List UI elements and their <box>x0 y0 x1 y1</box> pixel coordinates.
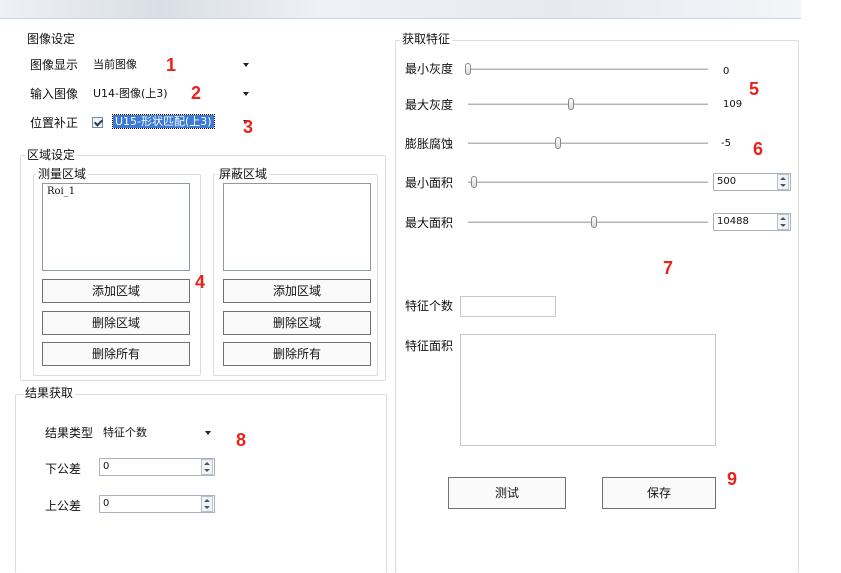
annotation-2: 2 <box>191 83 202 103</box>
chevron-down-icon <box>243 63 249 67</box>
min-area-stepper[interactable] <box>777 174 789 190</box>
delete-all-mask-regions-button[interactable]: 删除所有 <box>223 342 371 366</box>
test-button[interactable]: 测试 <box>448 477 566 509</box>
features-title: 获取特征 <box>400 32 453 46</box>
lower-tolerance-label: 下公差 <box>45 462 82 476</box>
features-group <box>395 40 799 573</box>
feature-count-field[interactable] <box>460 296 556 317</box>
region-settings-group <box>20 155 386 381</box>
region-settings-title: 区域设定 <box>25 148 78 162</box>
lower-tolerance-stepper[interactable] <box>201 459 213 475</box>
result-group <box>15 394 387 573</box>
image-settings-title: 图像设定 <box>25 32 78 46</box>
min-area-input[interactable]: 500 <box>713 173 791 191</box>
lower-tolerance-input[interactable]: 0 <box>99 458 215 476</box>
max-gray-slider-track[interactable] <box>468 103 708 105</box>
mask-region-group <box>213 174 378 376</box>
min-gray-slider-thumb[interactable] <box>465 63 471 75</box>
image-display-select[interactable]: 当前图像 <box>89 56 254 74</box>
annotation-7: 7 <box>663 258 674 278</box>
annotation-3: 3 <box>243 117 254 137</box>
save-button[interactable]: 保存 <box>602 477 716 509</box>
annotation-6: 6 <box>753 139 764 159</box>
max-area-slider-thumb[interactable] <box>590 216 597 228</box>
image-display-label: 图像显示 <box>30 58 79 72</box>
min-gray-slider-track[interactable] <box>468 68 708 70</box>
input-image-value: U14-图像(上3) <box>93 87 168 100</box>
input-image-select[interactable]: U14-图像(上3) <box>89 85 254 103</box>
position-correction-select[interactable]: U15-形状匹配(上3) <box>109 113 254 131</box>
min-area-label: 最小面积 <box>405 176 454 190</box>
annotation-8: 8 <box>236 430 247 450</box>
mask-region-list[interactable] <box>223 183 371 271</box>
max-area-stepper[interactable] <box>777 214 789 230</box>
max-area-label: 最大面积 <box>405 216 454 230</box>
max-gray-value: 109 <box>723 99 743 110</box>
image-display-value: 当前图像 <box>93 58 137 71</box>
upper-tolerance-stepper[interactable] <box>201 496 213 512</box>
add-mask-region-button[interactable]: 添加区域 <box>223 279 371 303</box>
max-gray-label: 最大灰度 <box>405 98 454 112</box>
annotation-5: 5 <box>749 79 760 99</box>
delete-measure-region-button[interactable]: 删除区域 <box>42 311 190 335</box>
list-item[interactable]: Roi_1 <box>47 186 76 197</box>
min-gray-label: 最小灰度 <box>405 62 454 76</box>
dilate-erode-slider-thumb[interactable] <box>555 137 561 149</box>
measure-region-title: 测量区域 <box>36 167 89 181</box>
dilate-erode-slider-track[interactable] <box>468 142 708 144</box>
title-strip <box>0 0 801 19</box>
delete-all-measure-regions-button[interactable]: 删除所有 <box>42 342 190 366</box>
result-title: 结果获取 <box>23 386 76 400</box>
upper-tolerance-input[interactable]: 0 <box>99 495 215 513</box>
delete-mask-region-button[interactable]: 删除区域 <box>223 311 371 335</box>
measure-region-group <box>33 174 201 376</box>
min-gray-value: 0 <box>723 66 730 77</box>
feature-count-label: 特征个数 <box>405 299 454 313</box>
dilate-erode-value: -5 <box>721 138 731 149</box>
position-correction-value: U15-形状匹配(上3) <box>112 114 215 129</box>
annotation-9: 9 <box>727 469 738 489</box>
result-type-select[interactable]: 特征个数 <box>99 424 216 442</box>
chevron-down-icon <box>243 120 249 124</box>
chevron-down-icon <box>205 431 211 435</box>
input-image-label: 输入图像 <box>30 87 79 101</box>
add-measure-region-button[interactable]: 添加区域 <box>42 279 190 303</box>
max-area-input[interactable]: 10488 <box>713 213 791 231</box>
min-area-slider-thumb[interactable] <box>471 176 477 188</box>
feature-area-label: 特征面积 <box>405 339 454 353</box>
position-correction-checkbox[interactable] <box>92 117 103 128</box>
annotation-4: 4 <box>195 272 206 292</box>
measure-region-list[interactable]: Roi_1 <box>42 183 190 271</box>
feature-area-field[interactable] <box>460 334 716 446</box>
result-type-label: 结果类型 <box>45 426 94 440</box>
result-type-value: 特征个数 <box>103 426 147 439</box>
max-gray-slider-thumb[interactable] <box>567 98 574 110</box>
position-correction-label: 位置补正 <box>30 116 79 130</box>
chevron-down-icon <box>243 92 249 96</box>
dilate-erode-label: 膨胀腐蚀 <box>405 137 454 151</box>
mask-region-title: 屏蔽区域 <box>217 167 270 181</box>
annotation-1: 1 <box>166 55 177 75</box>
min-area-slider-track[interactable] <box>468 181 708 183</box>
max-area-slider-track[interactable] <box>468 221 708 223</box>
upper-tolerance-label: 上公差 <box>45 499 82 513</box>
